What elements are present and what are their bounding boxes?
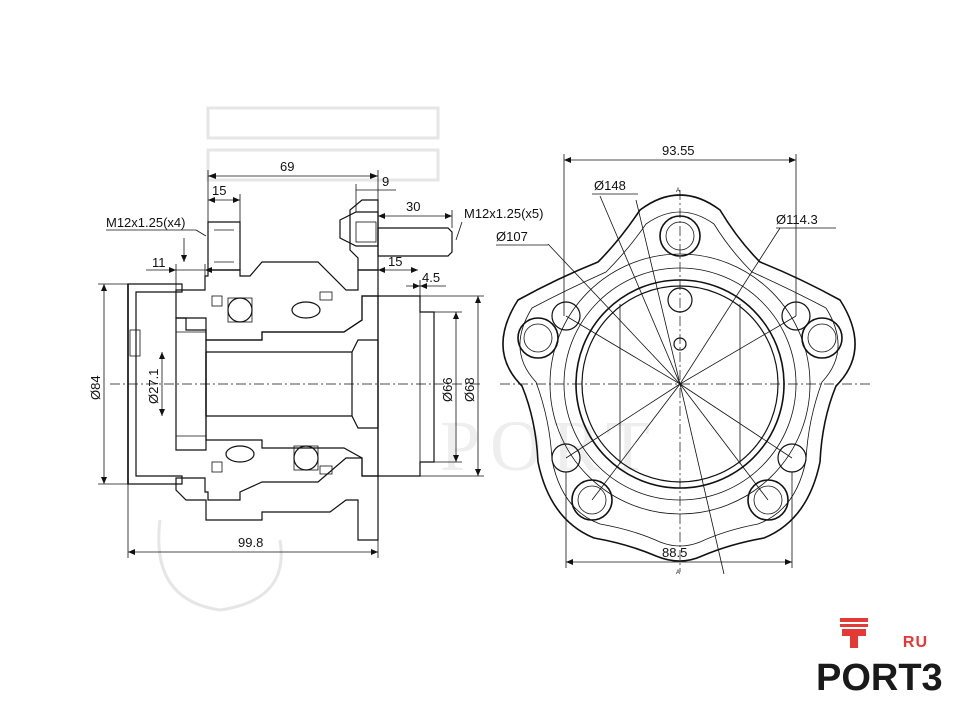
dim-88-5: 88.5 (662, 545, 687, 560)
dim-15-mid: 15 (388, 254, 402, 269)
dim-11: 11 (152, 255, 166, 270)
logo-suffix: RU (902, 634, 928, 651)
section-dimensions: 69 15 9 30 M12x1.25(x5) M12x1.25(x4) (88, 159, 543, 558)
dim-dia-66: Ø66 (440, 377, 455, 402)
front-dimensions: 93.55 Ø148 Ø114.3 Ø107 A A 88.5 (496, 143, 836, 576)
dim-dia-148: Ø148 (594, 178, 626, 193)
svg-text:PORT: PORT (440, 406, 660, 486)
dim-99-8: 99.8 (238, 535, 263, 550)
dim-dia-27-1: Ø27.1 (146, 369, 161, 404)
label-thread-bolt: M12x1.25(x4) (106, 215, 185, 230)
dim-15-top: 15 (212, 183, 226, 198)
piston-icon (840, 618, 868, 648)
dim-30: 30 (406, 199, 420, 214)
dim-9: 9 (382, 174, 389, 189)
label-thread-stud: M12x1.25(x5) (464, 206, 543, 221)
bearing-lower (211, 445, 333, 475)
dim-dia-68: Ø68 (462, 377, 477, 402)
section-view (110, 199, 480, 541)
stud-holes (517, 215, 843, 521)
dim-dia-107: Ø107 (496, 229, 528, 244)
dim-4-5: 4.5 (422, 270, 440, 285)
watermark: PORT (157, 106, 660, 612)
dim-dia-84: Ø84 (88, 375, 103, 400)
mark-a-bottom: A (676, 570, 680, 576)
brand-logo: RU PORT3 (816, 614, 943, 700)
bearing-upper (211, 291, 333, 323)
logo-brand: PORT3 (816, 657, 943, 699)
dim-dia-114-3: Ø114.3 (776, 212, 818, 227)
dim-93-55: 93.55 (662, 143, 695, 158)
mark-a-top: A (676, 188, 680, 194)
dim-69: 69 (280, 159, 294, 174)
front-view (500, 190, 870, 575)
